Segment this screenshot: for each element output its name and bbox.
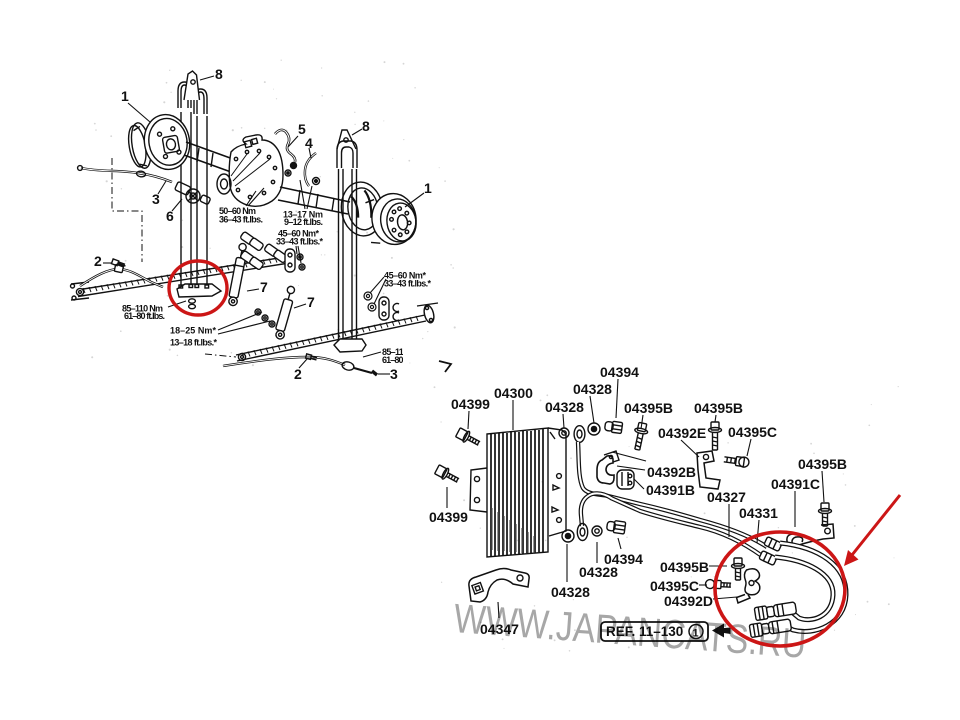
- svg-text:45–60 Nm*: 45–60 Nm*: [278, 229, 319, 239]
- svg-text:9–12 ft.lbs.: 9–12 ft.lbs.: [284, 217, 323, 227]
- svg-text:61–80 ft.lbs.: 61–80 ft.lbs.: [382, 355, 423, 365]
- svg-text:8: 8: [362, 118, 370, 134]
- svg-text:04331: 04331: [739, 505, 778, 521]
- svg-text:33–43 ft.lbs.*: 33–43 ft.lbs.*: [384, 279, 431, 289]
- svg-text:04392B: 04392B: [647, 464, 696, 480]
- svg-text:2: 2: [94, 253, 102, 269]
- svg-text:04391B: 04391B: [646, 482, 695, 498]
- svg-text:85–110 Nm: 85–110 Nm: [382, 347, 423, 357]
- svg-text:REF. 11–130: REF. 11–130: [606, 624, 683, 639]
- svg-text:1: 1: [693, 628, 699, 640]
- svg-text:3: 3: [390, 366, 398, 382]
- svg-text:04395B: 04395B: [624, 400, 673, 416]
- svg-text:1: 1: [424, 180, 432, 196]
- svg-text:04395B: 04395B: [798, 456, 847, 472]
- svg-text:2: 2: [294, 366, 302, 382]
- svg-text:13–18 ft.lbs.*: 13–18 ft.lbs.*: [170, 338, 217, 348]
- svg-text:04395B: 04395B: [660, 559, 709, 575]
- svg-text:7: 7: [260, 279, 268, 295]
- svg-text:04328: 04328: [551, 584, 590, 600]
- svg-text:45–60 Nm*: 45–60 Nm*: [384, 271, 426, 281]
- svg-text:50–60 Nm: 50–60 Nm: [219, 206, 256, 216]
- svg-text:04392D: 04392D: [664, 593, 713, 609]
- svg-text:04328: 04328: [573, 381, 612, 397]
- svg-text:85–110 Nm: 85–110 Nm: [122, 304, 163, 314]
- svg-text:04327: 04327: [707, 489, 746, 505]
- svg-text:04395B: 04395B: [694, 400, 743, 416]
- svg-text:04399: 04399: [429, 509, 468, 525]
- svg-text:04328: 04328: [545, 399, 584, 415]
- svg-text:04394: 04394: [600, 364, 639, 380]
- svg-text:1: 1: [121, 88, 129, 104]
- svg-text:13–17 Nm: 13–17 Nm: [283, 210, 323, 220]
- svg-text:6: 6: [166, 208, 174, 224]
- svg-text:04347: 04347: [480, 621, 519, 637]
- svg-text:36–43 ft.lbs.: 36–43 ft.lbs.: [219, 215, 263, 225]
- svg-text:04300: 04300: [494, 385, 533, 401]
- svg-text:4: 4: [305, 135, 313, 151]
- svg-text:61–80 ft.lbs.: 61–80 ft.lbs.: [124, 311, 165, 321]
- svg-text:04394: 04394: [604, 551, 643, 567]
- svg-text:3: 3: [152, 191, 160, 207]
- svg-text:04395C: 04395C: [728, 424, 777, 440]
- svg-text:5: 5: [298, 121, 306, 137]
- svg-text:04399: 04399: [451, 396, 490, 412]
- svg-text:04328: 04328: [579, 564, 618, 580]
- svg-text:33–43 ft.lbs.*: 33–43 ft.lbs.*: [276, 237, 323, 247]
- svg-text:18–25 Nm*: 18–25 Nm*: [170, 326, 216, 336]
- svg-text:8: 8: [215, 66, 223, 82]
- svg-text:04392E: 04392E: [658, 425, 706, 441]
- svg-text:7: 7: [307, 294, 315, 310]
- svg-text:04395C: 04395C: [650, 578, 699, 594]
- svg-text:04391C: 04391C: [771, 476, 820, 492]
